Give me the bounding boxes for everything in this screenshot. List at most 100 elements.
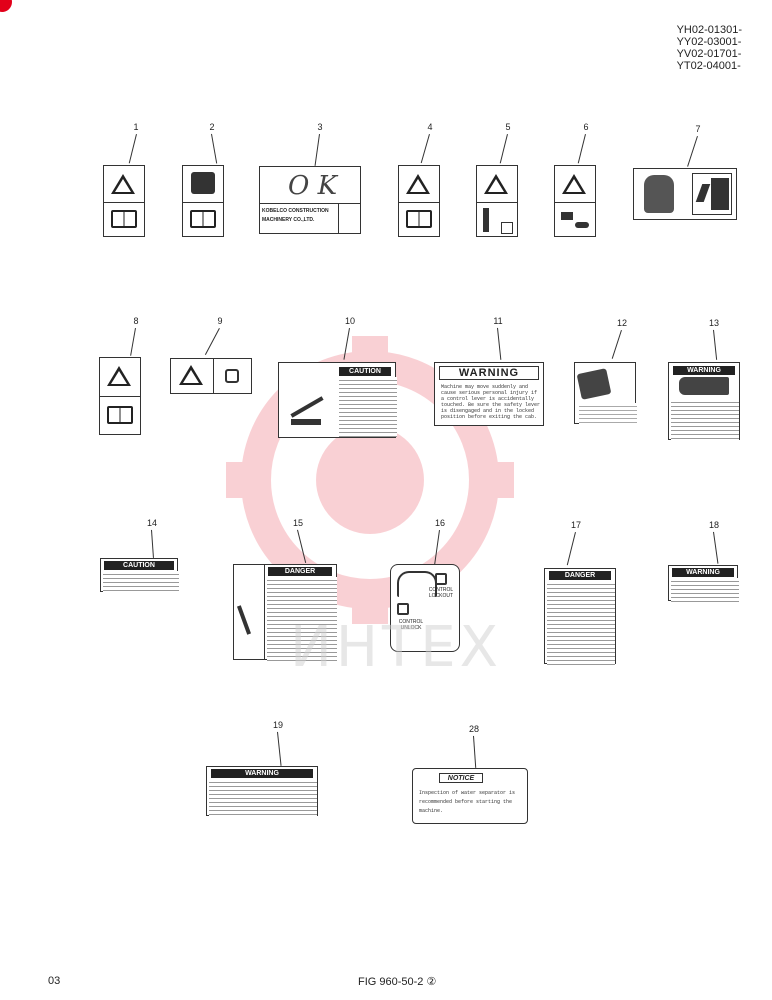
leader-line — [277, 731, 282, 766]
label-8 — [99, 357, 141, 435]
callout-number: 14 — [146, 518, 157, 528]
control-unlock-text: CONTROL UNLOCK — [398, 619, 424, 631]
unlock-icon — [225, 369, 239, 383]
label-3-ok: O K KOBELCO CONSTRUCTION MACHINERY CO.,L… — [259, 166, 361, 234]
label-14-caution: CAUTION — [100, 558, 179, 593]
manual-book-icon — [107, 406, 133, 424]
callout-number: 2 — [209, 122, 215, 132]
callout-number: 18 — [708, 520, 719, 530]
manual-book-icon — [406, 210, 432, 228]
leader-line — [211, 133, 218, 164]
label-13-warning: WARNING — [668, 362, 740, 441]
exclamation-triangle-icon — [107, 366, 131, 386]
warning-header: WARNING — [439, 366, 539, 380]
filter-icon — [576, 368, 612, 400]
callout-number: 5 — [505, 122, 511, 132]
callout-number: 1 — [133, 122, 139, 132]
emergency-exit-icon — [692, 173, 732, 215]
leader-line — [130, 328, 136, 356]
leader-line — [128, 134, 137, 164]
electrocution-icon — [234, 565, 265, 659]
excavator-icon — [679, 377, 729, 395]
danger-header: DANGER — [268, 567, 332, 576]
label-16-control-lock: CONTROL LOCKOUT CONTROL UNLOCK — [390, 564, 460, 652]
leader-line — [713, 329, 718, 360]
serial-code: YT02-04001- — [676, 60, 741, 72]
label-7-exit — [633, 168, 737, 220]
warning-header: WARNING — [211, 769, 313, 778]
warning-triangle-icon — [562, 174, 586, 194]
callout-number: 16 — [434, 518, 445, 528]
company-name: KOBELCO CONSTRUCTION MACHINERY CO.,LTD. — [262, 208, 329, 223]
label-10-caution: CAUTION — [278, 362, 397, 438]
label-2 — [182, 165, 224, 237]
box-icon — [501, 222, 513, 234]
hand-hammer-icon — [644, 175, 674, 213]
callout-number: 17 — [570, 520, 581, 530]
unlock-icon — [397, 603, 409, 615]
warning-header: WARNING — [672, 568, 734, 577]
callout-number: 10 — [344, 316, 355, 326]
serial-code: YY02-03001- — [676, 36, 742, 48]
callout-number: 12 — [616, 318, 627, 328]
warning-triangle-icon — [406, 174, 430, 194]
figure-caption: FIG 960-50-2 ② — [358, 976, 437, 988]
callout-number: 6 — [583, 122, 589, 132]
label-1 — [103, 165, 145, 237]
serial-code: YV02-01701- — [676, 48, 742, 60]
leader-line — [499, 134, 508, 164]
label-28-notice: NOTICE Inspection of water separator is … — [412, 768, 528, 824]
manual-book-icon — [111, 210, 137, 228]
leader-line — [713, 531, 719, 564]
control-lockout-text: CONTROL LOCKOUT — [428, 587, 454, 599]
label-17-danger: DANGER — [544, 568, 616, 665]
page-number: 03 — [48, 975, 61, 987]
warning-triangle-icon — [484, 174, 508, 194]
warning-triangle-icon — [111, 174, 135, 194]
callout-number: 3 — [317, 122, 323, 132]
warning-text: Machine may move suddenly and cause seri… — [441, 384, 541, 420]
serial-code: YH02-01301- — [676, 24, 742, 36]
label-19-warning: WARNING — [206, 766, 318, 817]
leader-line — [473, 735, 477, 768]
ok-mark: O K — [288, 171, 338, 201]
leader-line — [687, 136, 698, 167]
notice-text: Inspection of water separator is recomme… — [419, 790, 516, 814]
label-9 — [170, 358, 252, 394]
notice-header: NOTICE — [439, 773, 483, 783]
callout-number: 15 — [292, 518, 303, 528]
lock-icon — [435, 573, 447, 585]
leader-line — [204, 328, 220, 355]
warning-triangle-icon — [179, 365, 203, 385]
danger-header: DANGER — [549, 571, 611, 580]
vehicle-icon — [575, 222, 589, 228]
label-6 — [554, 165, 596, 237]
callout-number: 8 — [133, 316, 139, 326]
caution-header: CAUTION — [339, 367, 391, 376]
label-4 — [398, 165, 440, 237]
label-12 — [574, 362, 637, 425]
leader-line — [611, 330, 622, 359]
caution-header: CAUTION — [104, 561, 174, 570]
callout-number: 13 — [708, 318, 719, 328]
leader-line — [151, 529, 154, 558]
label-11-warning: WARNING Machine may move suddenly and ca… — [434, 362, 544, 426]
callout-number: 7 — [695, 124, 701, 134]
leader-line — [577, 134, 586, 164]
corner-mark — [0, 0, 12, 12]
warning-header: WARNING — [673, 366, 735, 375]
watermark-text: ИНТЕХ — [290, 615, 502, 680]
pole-icon — [483, 208, 489, 232]
serial-code-list: YH02-01301- YY02-03001- YV02-01701- YT02… — [677, 24, 742, 72]
callout-number: 9 — [217, 316, 223, 326]
callout-number: 11 — [493, 316, 503, 326]
engine-fan-icon — [191, 172, 215, 194]
label-15-danger: DANGER — [233, 564, 337, 661]
excavator-bucket-icon — [285, 379, 335, 431]
bucket-icon — [561, 212, 573, 220]
callout-number: 4 — [427, 122, 433, 132]
manual-book-icon — [190, 210, 216, 228]
leader-line — [566, 532, 576, 566]
callout-number: 28 — [468, 724, 479, 734]
leader-line — [420, 134, 430, 164]
